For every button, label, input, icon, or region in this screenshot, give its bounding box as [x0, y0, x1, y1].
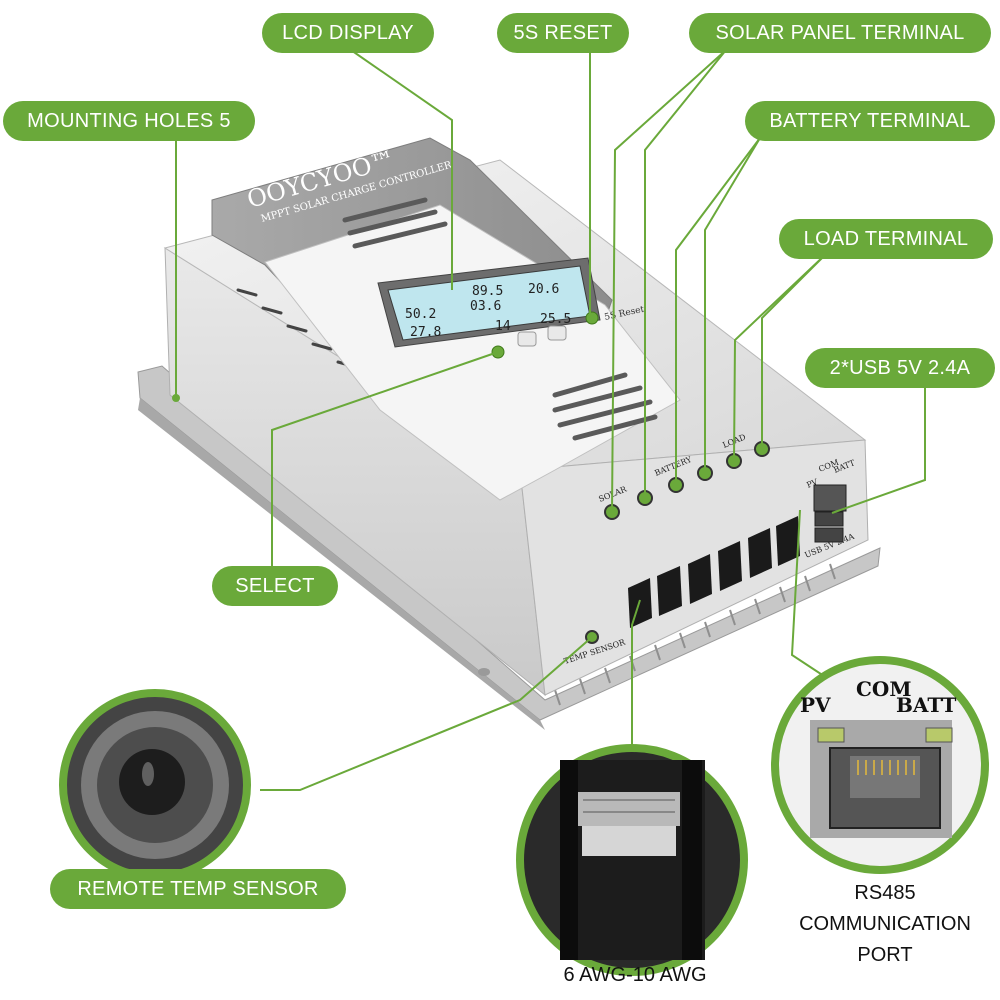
callout-solar-panel-terminal: SOLAR PANEL TERMINAL	[689, 13, 991, 53]
lcd-bottom-right: 25.5	[540, 312, 571, 327]
front-panel	[264, 204, 681, 501]
wire-terminal-blocks	[628, 516, 800, 628]
callout-load-terminal: LOAD TERMINAL	[779, 219, 993, 259]
usb-port-2[interactable]	[814, 527, 844, 543]
panel-grille	[342, 197, 658, 441]
callout-lcd-display: LCD DISPLAY	[262, 13, 434, 53]
callout-remote-temp-sensor: REMOTE TEMP SENSOR	[50, 869, 346, 909]
caption-rs485: RS485 COMMUNICATION PORT	[780, 878, 990, 971]
lcd-bottom-left: 27.8	[410, 325, 441, 340]
down-button[interactable]	[547, 325, 567, 341]
mounting-hole	[478, 668, 490, 676]
callout-battery-terminal: BATTERY TERMINAL	[745, 101, 995, 141]
lcd-bottom-mid: 14	[495, 319, 511, 334]
inset-temp-sensor	[59, 689, 251, 881]
callout-5s-reset: 5S RESET	[497, 13, 629, 53]
lcd-pv-value: 50.2	[405, 307, 436, 322]
lcd-top-value: 89.5	[472, 284, 503, 299]
callout-mounting-holes: MOUNTING HOLES 5	[3, 101, 255, 141]
com-and-usb-ports	[813, 484, 847, 543]
caption-rs485-line2: COMMUNICATION	[799, 913, 971, 935]
usb-port-1[interactable]	[814, 511, 844, 527]
caption-awg: 6 AWG-10 AWG	[563, 964, 707, 986]
lcd-mid-value: 03.6	[470, 299, 501, 314]
lcd-display	[377, 257, 601, 348]
lcd-right-value: 20.6	[528, 282, 559, 297]
inset-com-label: COM	[856, 677, 911, 701]
inset-rs485-port	[771, 656, 989, 874]
caption-rs485-line1: RS485	[854, 882, 916, 904]
leader-lines	[175, 47, 926, 791]
callout-usb: 2*USB 5V 2.4A	[805, 348, 995, 388]
control-buttons	[491, 311, 599, 359]
inset-pv-label: PV	[800, 693, 831, 717]
up-button[interactable]	[517, 331, 537, 347]
caption-rs485-line3: PORT	[857, 944, 913, 966]
reset-button[interactable]	[585, 311, 599, 325]
inset-batt-label: BATT	[896, 693, 956, 717]
rj45-port[interactable]	[813, 484, 847, 512]
inset-wire-terminal	[516, 744, 748, 976]
callout-select: SELECT	[212, 566, 338, 606]
